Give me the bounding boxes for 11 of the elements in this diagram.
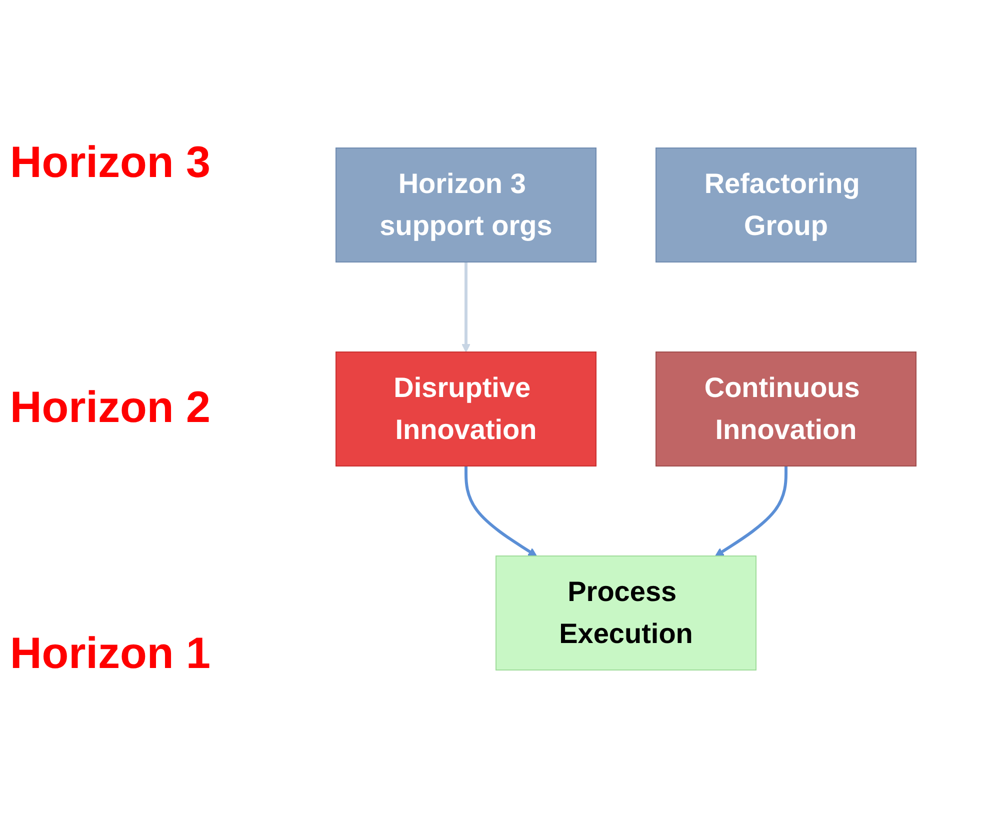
node-box: Disruptive Innovation <box>335 351 596 466</box>
horizon-label: Horizon 3 <box>10 138 212 188</box>
horizon-label: Horizon 1 <box>10 629 212 680</box>
node-box: Continuous Innovation <box>655 351 916 466</box>
horizon-label: Horizon 2 <box>10 383 212 434</box>
node-box: Refactoring Group <box>655 147 916 262</box>
node-box: Horizon 3 support orgs <box>335 147 596 262</box>
arrow <box>461 262 470 352</box>
arrow <box>714 466 787 556</box>
node-box: Process Execution <box>495 555 756 670</box>
arrow <box>464 466 536 556</box>
